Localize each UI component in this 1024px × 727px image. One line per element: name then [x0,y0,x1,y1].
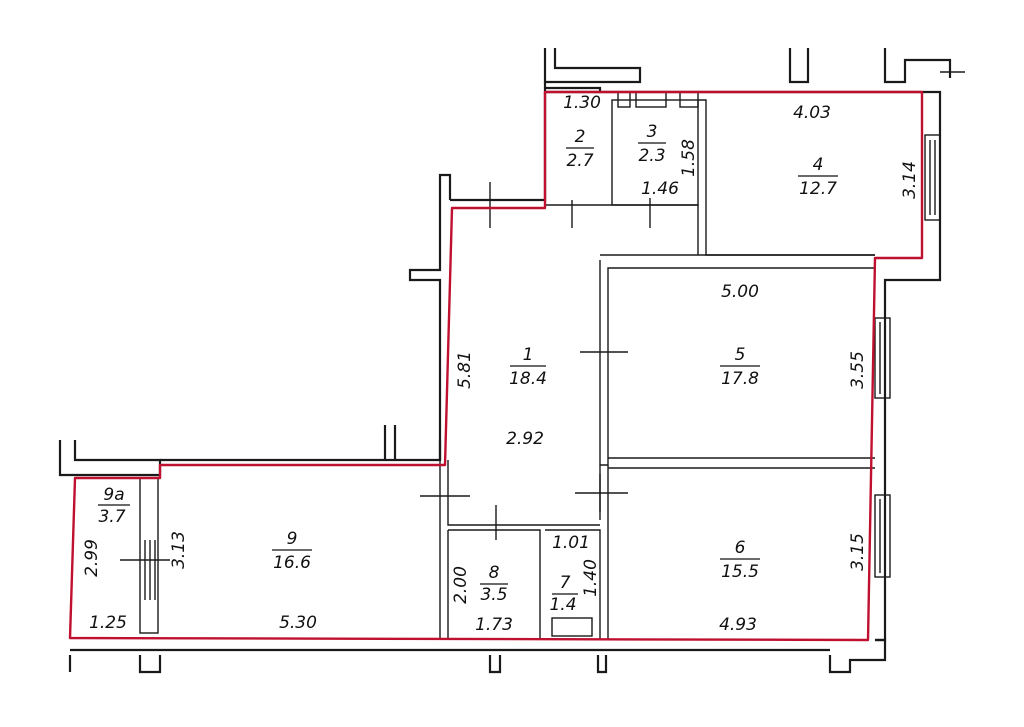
room-1-label: 1 18.4 [509,345,547,389]
dim-room6-width: 4.93 [719,615,757,635]
room-4-label: 4 12.7 [798,155,838,199]
dim-room2-width: 1.30 [563,93,601,113]
svg-text:2: 2 [575,127,586,147]
dim-room8-width: 1.73 [475,615,513,635]
room-6-label: 6 15.5 [720,538,760,582]
svg-text:3: 3 [647,122,658,142]
dim-room6-depth: 3.15 [848,533,868,571]
dim-room9a-depth: 2.99 [82,539,102,577]
dim-room8-depth: 2.00 [451,566,471,604]
room-3-label: 3 2.3 [638,122,666,166]
svg-text:4: 4 [813,155,824,175]
svg-text:1.4: 1.4 [549,595,576,615]
svg-text:7: 7 [560,573,571,593]
dim-room4-width: 4.03 [793,103,831,123]
dimension-labels: 1.30 1.46 1.58 4.03 3.14 5.81 2.92 5.00 … [82,93,920,635]
room-2-label: 2 2.7 [566,127,594,171]
apartment-boundary [68,90,924,642]
dim-room3-width: 1.46 [641,179,679,199]
dim-room9-width: 5.30 [279,613,317,633]
svg-text:2.7: 2.7 [566,151,593,171]
room-9-label: 9 16.6 [272,529,312,573]
svg-text:6: 6 [735,538,746,558]
svg-text:17.8: 17.8 [721,369,759,389]
dim-room5-width: 5.00 [721,282,759,302]
room-5-label: 5 17.8 [720,345,760,389]
dim-room9a-width: 1.25 [89,613,127,633]
svg-text:9a: 9a [103,485,124,505]
svg-text:1: 1 [523,345,534,365]
svg-text:2.3: 2.3 [638,146,665,166]
dim-room3-depth: 1.58 [679,139,699,177]
svg-text:16.6: 16.6 [273,553,311,573]
svg-text:3.7: 3.7 [98,507,125,527]
svg-text:9: 9 [287,529,298,549]
dim-room7-width: 1.01 [552,533,590,553]
dim-room9-depth: 3.13 [169,531,189,569]
room-8-label: 8 3.5 [480,563,508,605]
room-9a-label: 9a 3.7 [98,485,130,527]
dim-room4-depth: 3.14 [900,161,920,199]
svg-text:15.5: 15.5 [721,562,759,582]
dim-room1-width: 2.92 [506,429,544,449]
dim-room5-depth: 3.55 [848,351,868,389]
walls [58,48,965,674]
room-7-label: 7 1.4 [549,573,578,615]
svg-text:12.7: 12.7 [799,179,837,199]
dim-room1-depth: 5.81 [455,351,475,389]
svg-text:8: 8 [489,563,500,583]
svg-text:18.4: 18.4 [509,369,547,389]
svg-text:5: 5 [735,345,746,365]
svg-text:3.5: 3.5 [480,585,507,605]
dim-room7-depth: 1.40 [581,559,601,597]
